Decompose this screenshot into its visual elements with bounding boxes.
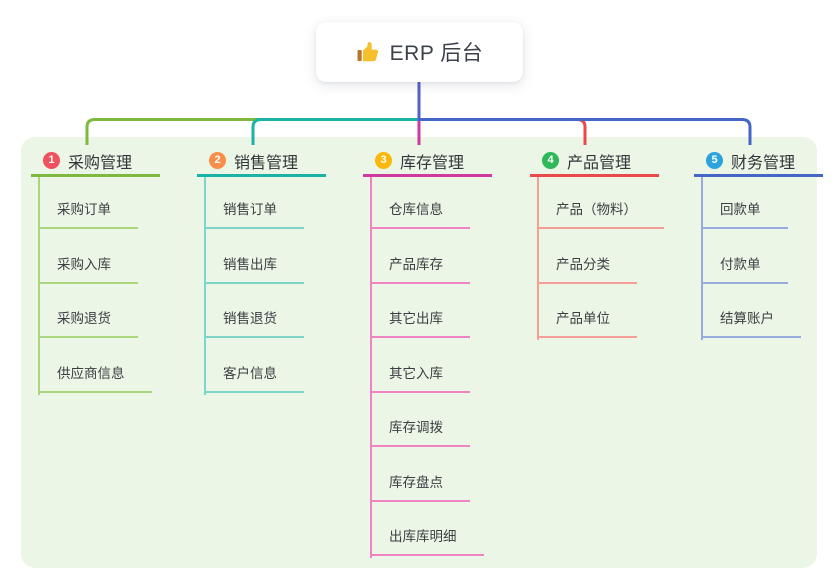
child-node[interactable]: 出库库明细 [370, 527, 484, 556]
child-node[interactable]: 采购入库 [38, 255, 138, 284]
child-node[interactable]: 其它入库 [370, 364, 470, 393]
child-node[interactable]: 产品（物料） [537, 200, 664, 229]
branch-children-connector-line [537, 177, 539, 340]
branch-node[interactable]: 1 采购管理 [31, 147, 160, 177]
branch-node[interactable]: 5 财务管理 [694, 147, 823, 177]
branch-node-title: 销售管理 [234, 154, 299, 172]
branch-number-badge: 4 [542, 152, 559, 169]
thumbs-up-icon [356, 40, 380, 64]
branch-node-title: 产品管理 [567, 154, 632, 172]
branch: 4 产品管理 产品（物料） 产品分类产品单位 [530, 0, 696, 588]
branch-children-connector-line [204, 177, 206, 395]
child-node[interactable]: 其它出库 [370, 309, 470, 338]
branch-children-connector-line [701, 177, 703, 340]
child-node[interactable]: 采购退货 [38, 309, 138, 338]
child-node[interactable]: 供应商信息 [38, 364, 152, 393]
branch-node[interactable]: 4 产品管理 [530, 147, 659, 177]
child-node[interactable]: 销售出库 [204, 255, 304, 284]
branch: 2 销售管理 销售订单销售出库销售退货客户信息 [197, 0, 363, 588]
child-node[interactable]: 销售订单 [204, 200, 304, 229]
branch-node-title: 库存管理 [400, 154, 465, 172]
child-node[interactable]: 产品单位 [537, 309, 637, 338]
branch: 1 采购管理 采购订单采购入库采购退货供应商信息 [31, 0, 197, 588]
child-node[interactable]: 销售退货 [204, 309, 304, 338]
child-node[interactable]: 仓库信息 [370, 200, 470, 229]
branch-node[interactable]: 3 库存管理 [363, 147, 492, 177]
branch-node-title: 财务管理 [731, 154, 796, 172]
branch-node[interactable]: 2 销售管理 [197, 147, 326, 177]
branch-number-badge: 3 [375, 152, 392, 169]
child-node[interactable]: 回款单 [701, 200, 788, 229]
branch-children-connector-line [38, 177, 40, 395]
child-node[interactable]: 库存盘点 [370, 473, 470, 502]
branch-number-badge: 1 [43, 152, 60, 169]
child-node[interactable]: 客户信息 [204, 364, 304, 393]
child-node[interactable]: 产品库存 [370, 255, 470, 284]
child-node[interactable]: 付款单 [701, 255, 788, 284]
branch: 5 财务管理 回款单付款单结算账户 [694, 0, 839, 588]
branch-node-title: 采购管理 [68, 154, 133, 172]
branch-number-badge: 2 [209, 152, 226, 169]
child-node[interactable]: 采购订单 [38, 200, 138, 229]
branch-number-badge: 5 [706, 152, 723, 169]
branch-children-connector-line [370, 177, 372, 558]
root-node-title: ERP 后台 [389, 42, 484, 65]
child-node[interactable]: 结算账户 [701, 309, 801, 338]
branch: 3 库存管理 仓库信息产品库存其它出库其它入库库存调拨库存盘点出库库明细 [363, 0, 529, 588]
child-node[interactable]: 库存调拨 [370, 418, 470, 447]
child-node[interactable]: 产品分类 [537, 255, 637, 284]
mindmap-background-panel [21, 137, 817, 568]
root-node[interactable]: ERP 后台 [316, 22, 523, 82]
